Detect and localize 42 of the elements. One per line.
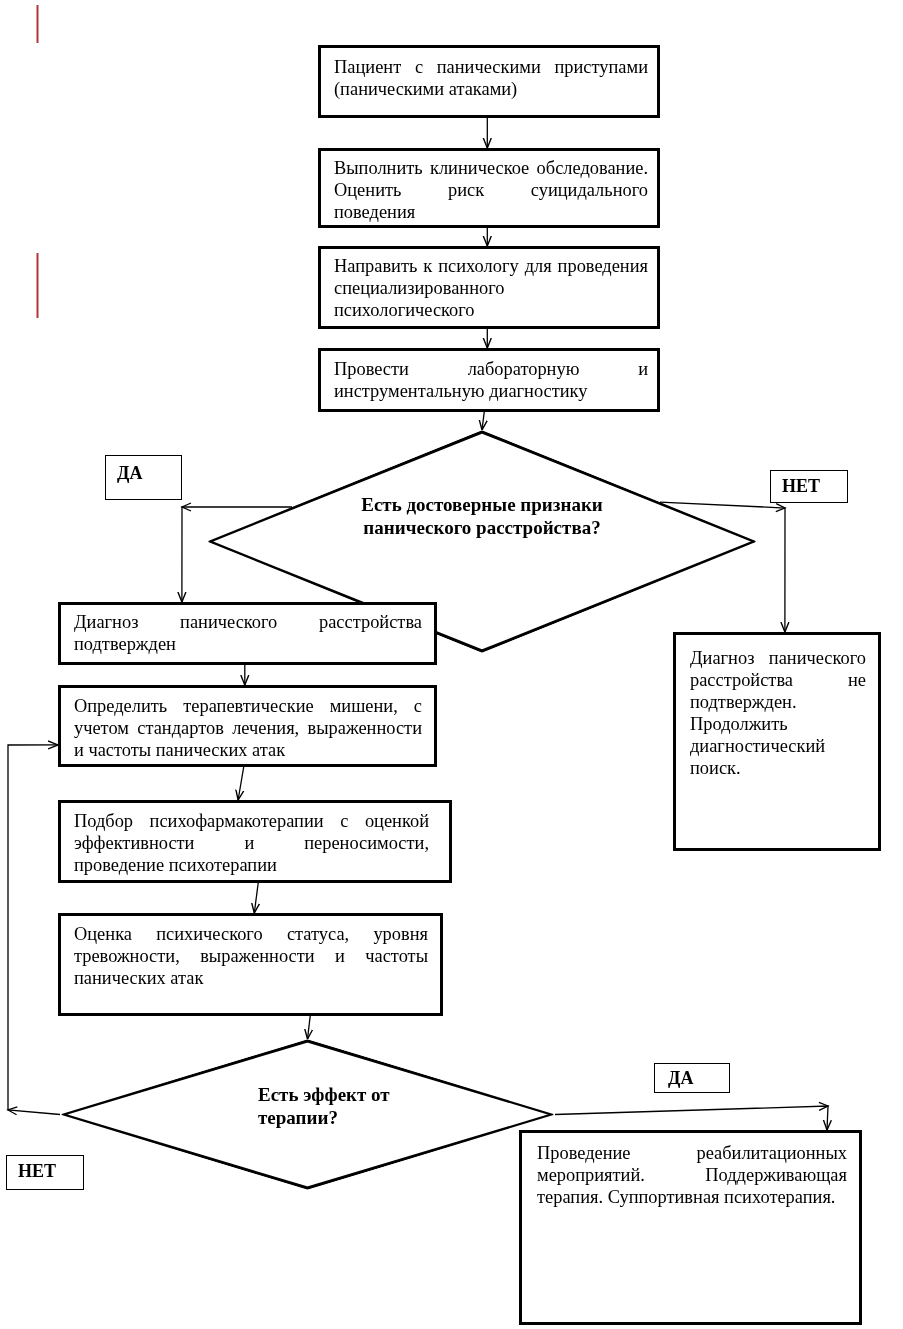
process-box (673, 632, 881, 851)
branch-label: ДА (668, 1067, 695, 1089)
process-box (58, 800, 452, 883)
process-box (519, 1130, 862, 1325)
label-box (105, 455, 182, 500)
step-text: Проведение реабилитационных мероприятий. Поддерживающая терапия. Суппортивная психотерапия. (537, 1142, 847, 1208)
branch-label: НЕТ (18, 1160, 57, 1182)
process-box (318, 148, 660, 228)
step-text: Диагноз панического расстройства не подтвержден. Продолжить диагностический поиск. (690, 647, 866, 779)
connector-arrow (482, 328, 492, 349)
connector-arrow (482, 117, 492, 149)
connector-arrow (235, 766, 245, 801)
connector-arrow (6, 740, 61, 1116)
process-box (318, 45, 660, 118)
step-text: Определить терапевтические мишени, с учетом стандартов лечения, выраженности и частоты панических атак (74, 695, 422, 761)
step-text: Пациент с паническими приступами (паническими атаками) (334, 56, 648, 100)
connector-arrow (240, 664, 250, 686)
connector-arrow (659, 501, 790, 633)
decision-question: Есть достоверные признаки панического расстройства? (360, 493, 604, 539)
process-box (58, 913, 443, 1016)
connector-arrow (250, 882, 261, 914)
connector-arrow (478, 411, 488, 431)
step-text: Направить к психологу для проведения специализированного психологического (334, 255, 648, 321)
connector-arrow (554, 1101, 833, 1131)
label-box (654, 1063, 730, 1093)
step-text: Диагноз панического расстройства подтвержден (74, 611, 422, 655)
connector-arrow (482, 227, 492, 247)
label-box (6, 1155, 84, 1190)
process-box (318, 246, 660, 329)
process-box (58, 602, 437, 665)
decision-question: Есть эффект от терапии? (258, 1083, 391, 1129)
branch-label: ДА (117, 462, 144, 484)
connector-arrow (304, 1015, 314, 1040)
branch-label: НЕТ (782, 475, 821, 497)
label-box (770, 470, 848, 503)
connector-arrow (177, 502, 293, 603)
step-text: Подбор психофармакотерапии с оценкой эффективности и переносимости, проведение психотерапии (74, 810, 429, 876)
process-box (318, 348, 660, 412)
step-text: Провести лабораторную и инструментальную диагностику (334, 358, 648, 402)
step-text: Оценка психического статуса, уровня тревожности, выраженности и частоты панических атак (74, 923, 428, 989)
step-text: Выполнить клиническое обследование. Оценить риск суицидального поведения (334, 157, 648, 223)
process-box (58, 685, 437, 767)
